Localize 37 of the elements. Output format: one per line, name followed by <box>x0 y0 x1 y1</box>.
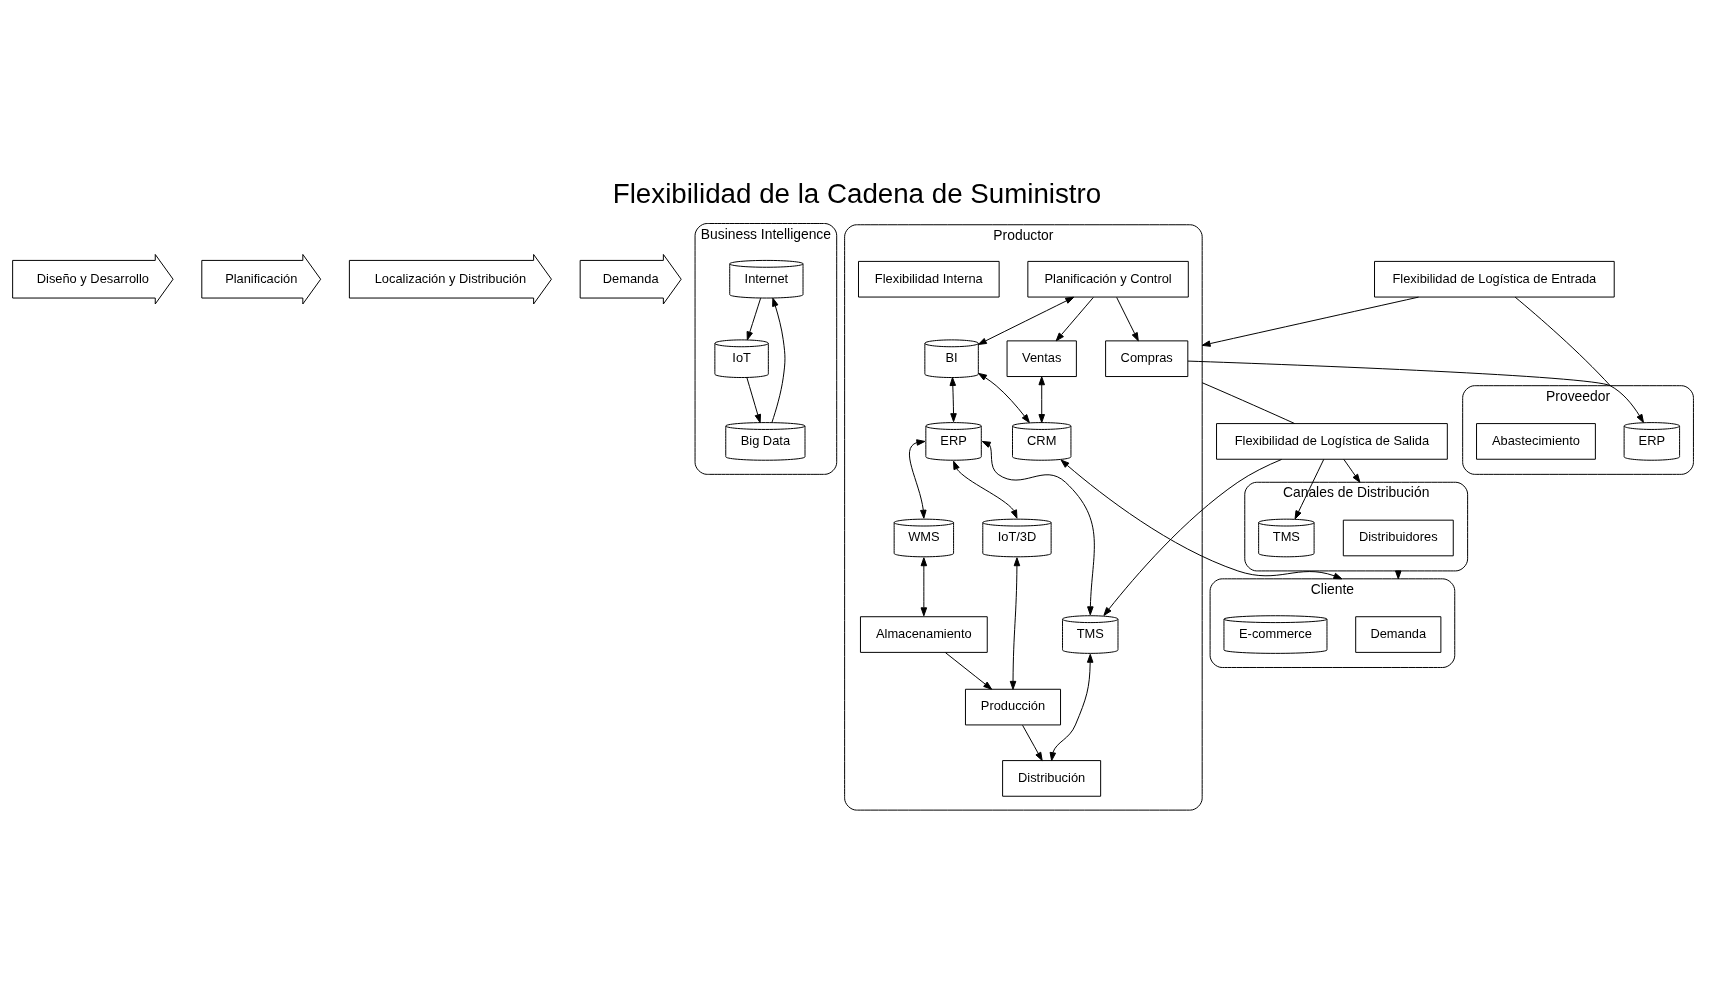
arrow <box>909 439 927 519</box>
arrow <box>978 372 1030 424</box>
node-box: Planificación y Control <box>1027 260 1189 298</box>
diagram-title: Flexibilidad de la Cadena de Suministro <box>612 178 1102 210</box>
arrow <box>1055 296 1094 342</box>
node-box: Compras <box>1105 340 1189 378</box>
node-box: Producción <box>964 688 1062 726</box>
node-box: Distribución <box>1002 760 1102 797</box>
arrow <box>1187 360 1644 424</box>
arrow <box>1060 459 1343 580</box>
arrow <box>1103 458 1283 616</box>
node-box: Flexibilidad de Logística de Entrada <box>1374 260 1615 298</box>
arrow <box>746 377 762 424</box>
arrow <box>746 297 762 341</box>
arrow <box>1038 376 1045 423</box>
node-box: Distribuidores <box>1342 519 1454 557</box>
arrow <box>1009 557 1021 690</box>
connector <box>1201 382 1296 425</box>
arrow <box>1022 724 1043 761</box>
arrow <box>1116 296 1139 342</box>
arrow <box>953 460 1018 519</box>
node-box: Ventas <box>1006 340 1077 378</box>
arrow <box>1049 653 1094 762</box>
arrow <box>920 557 928 617</box>
node-box: Flexibilidad de Logística de Salida <box>1216 423 1448 460</box>
arrow <box>949 377 957 423</box>
arrow <box>1201 296 1419 347</box>
arrow <box>981 440 1095 616</box>
arrow <box>1343 458 1361 483</box>
node-box: Demanda <box>1355 616 1442 653</box>
arrow <box>771 297 786 423</box>
node-box: Flexibilidad Interna <box>858 260 1000 298</box>
node-box: Almacenamiento <box>859 616 988 653</box>
arrow <box>944 652 993 690</box>
arrow <box>977 296 1075 345</box>
node-box: Abastecimiento <box>1476 423 1596 460</box>
connector <box>1514 296 1611 387</box>
